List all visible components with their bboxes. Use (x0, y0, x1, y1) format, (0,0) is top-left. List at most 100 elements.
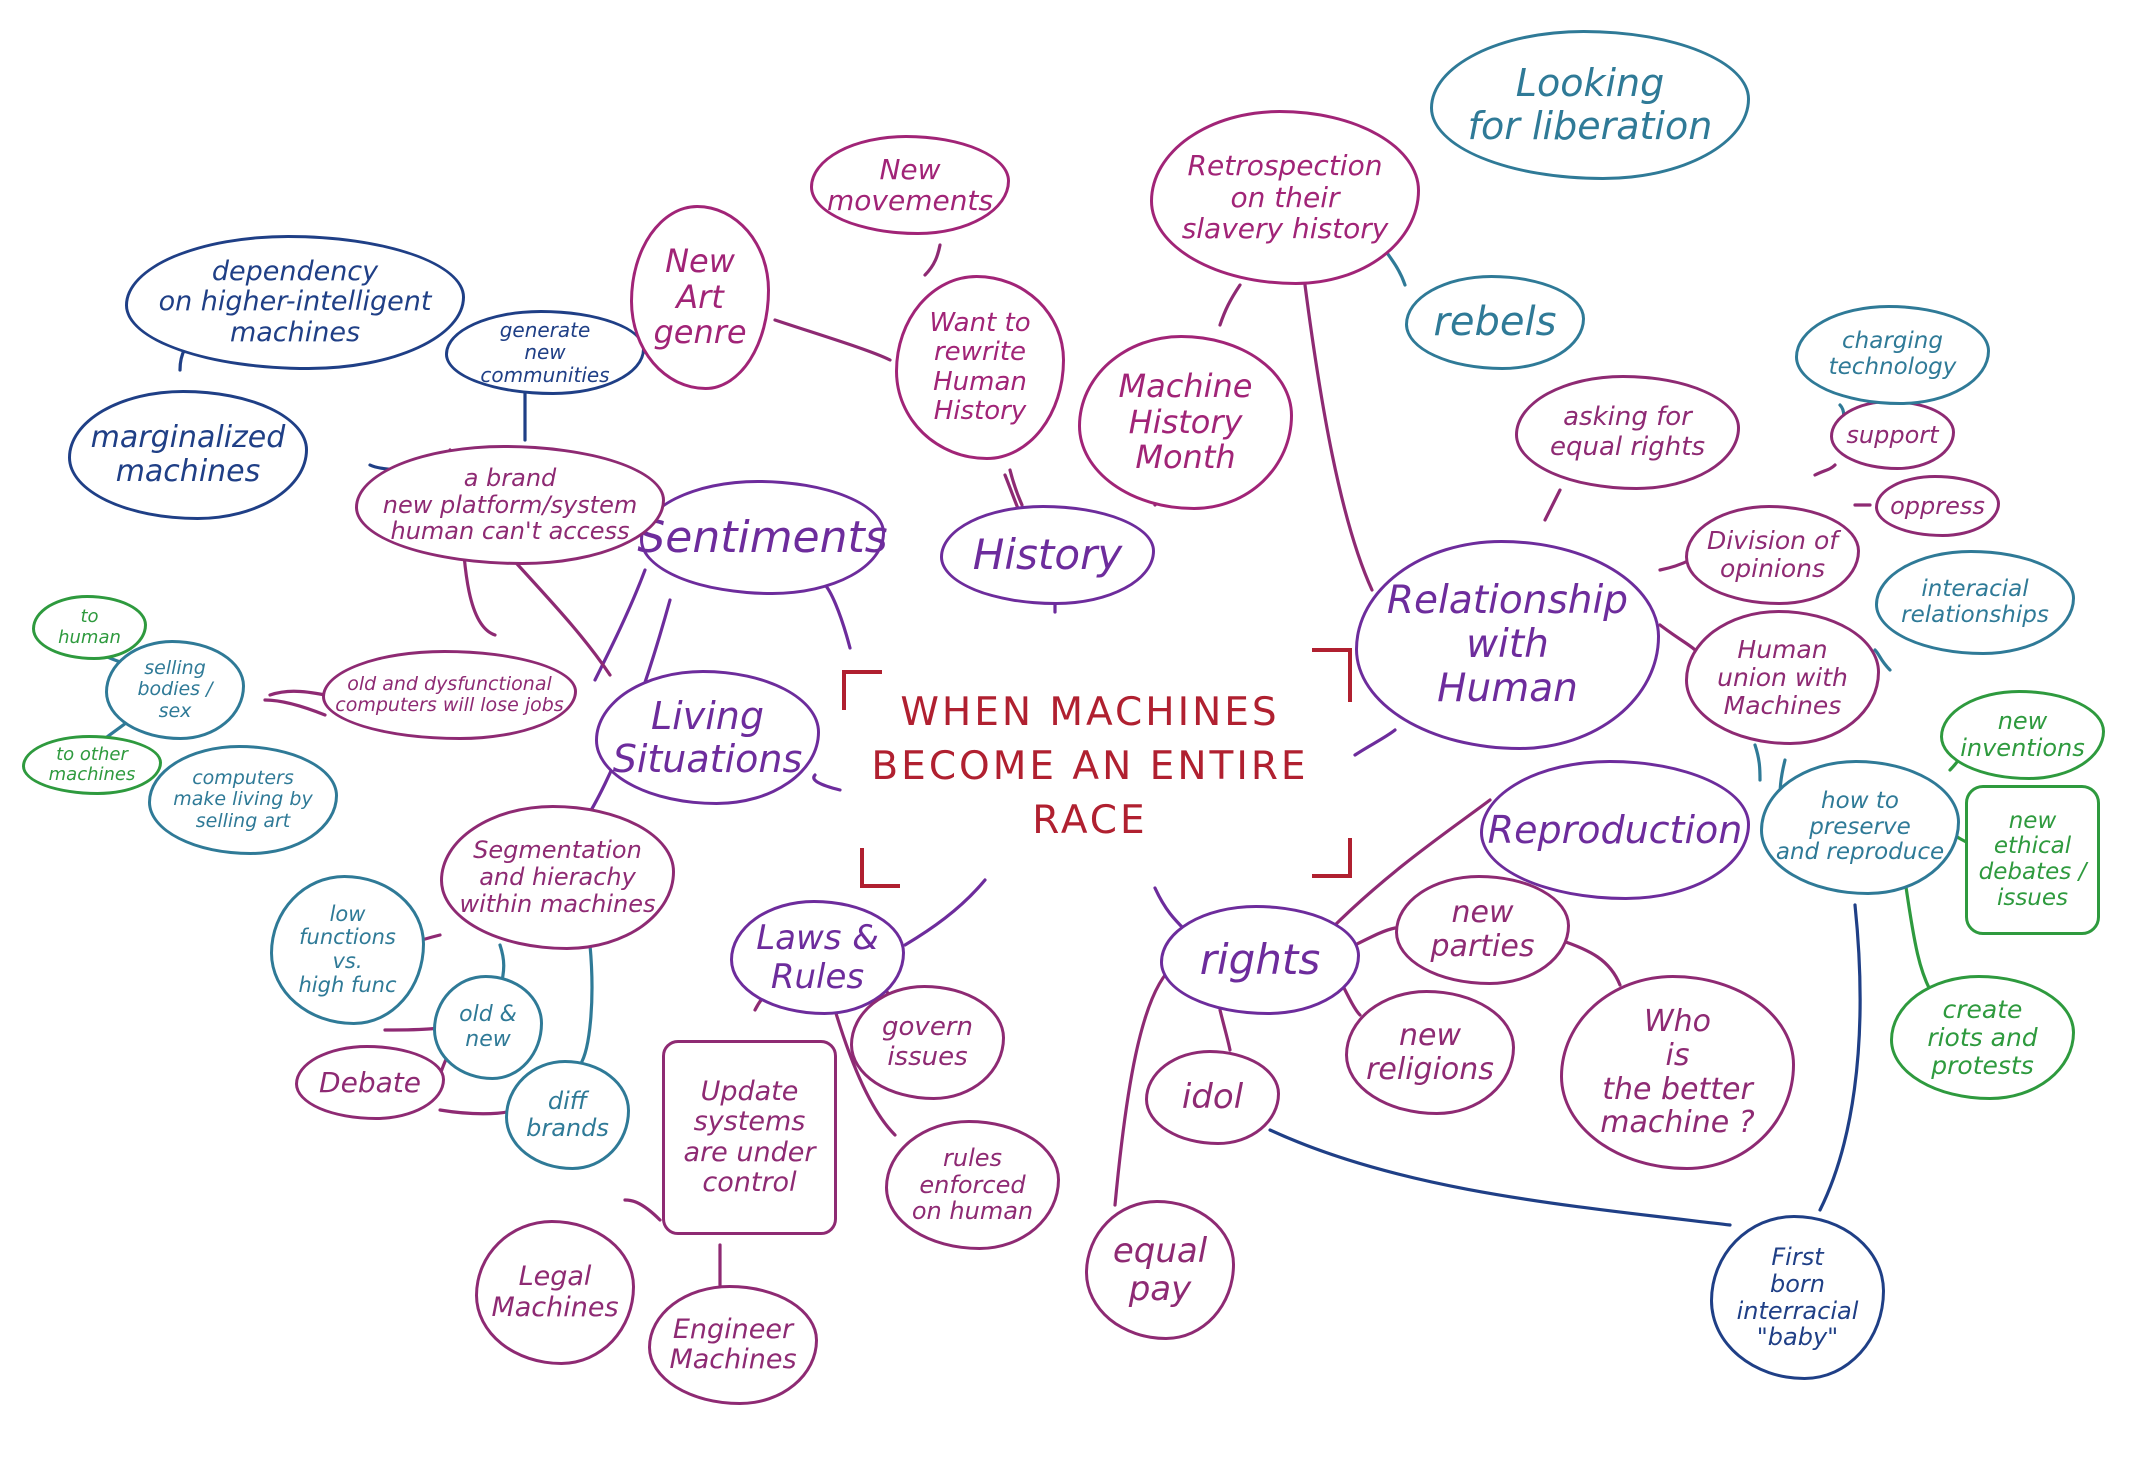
node-riots-and-protests: create riots and protests (1890, 975, 2075, 1100)
node-label: Retrospection on their slavery history (1181, 149, 1389, 246)
link (1153, 886, 1187, 932)
link (1818, 903, 1862, 1212)
node-retrospection: Retrospection on their slavery history (1150, 110, 1420, 285)
node-new-art-genre: New Art genre (630, 205, 770, 390)
node-label: new ethical debates / issues (1978, 807, 2087, 911)
node-new-religions: new religions (1345, 990, 1515, 1115)
node-low-high-functions: low functions vs. high func (270, 875, 425, 1025)
node-rewrite-history: Want to rewrite Human History (895, 275, 1065, 460)
node-dependency: dependency on higher-intelligent machine… (125, 235, 465, 370)
node-history: History (940, 505, 1155, 605)
bracket-bottom-right (1312, 838, 1352, 878)
node-label: rights (1199, 935, 1321, 985)
node-label: charging technology (1828, 328, 1957, 380)
node-interracial-relationships: interacial relationships (1875, 550, 2075, 655)
node-label: computers make living by selling art (173, 767, 313, 832)
link (823, 583, 852, 650)
node-old-dysfunctional-computers: old and dysfunctional computers will los… (322, 650, 577, 740)
node-reproduction: Reproduction (1480, 760, 1750, 900)
node-label: idol (1181, 1077, 1244, 1118)
node-label: rules enforced on human (911, 1143, 1034, 1226)
node-label: interacial relationships (1901, 575, 2049, 628)
node-label: diff brands (526, 1087, 609, 1142)
bracket-top-right (1312, 648, 1352, 702)
link (1383, 248, 1407, 287)
node-label: Division of opinions (1706, 526, 1839, 583)
node-marginalized-machines: marginalized machines (68, 390, 308, 520)
node-generate-communities: generate new communities (445, 310, 645, 395)
node-new-parties: new parties (1395, 875, 1570, 985)
node-label: Reproduction (1487, 807, 1743, 852)
link (1008, 468, 1024, 507)
node-label: how to preserve and reproduce (1775, 787, 1945, 866)
node-oppress: oppress (1875, 475, 2000, 537)
node-label: dependency on higher-intelligent machine… (158, 256, 432, 348)
node-label: First born interracial "baby" (1736, 1242, 1859, 1352)
link (1218, 283, 1242, 327)
node-new-ethical-debates: new ethical debates / issues (1965, 785, 2100, 935)
node-label: generate new communities (480, 317, 610, 387)
node-label: low functions vs. high func (298, 901, 397, 997)
link (1268, 1128, 1732, 1227)
link (263, 698, 327, 717)
node-computers-selling-art: computers make living by selling art (148, 745, 338, 855)
node-label: govern issues (882, 1012, 973, 1072)
node-label: Who is the better machine ? (1600, 1004, 1755, 1141)
node-label: Human union with Machines (1717, 634, 1848, 720)
node-label: new parties (1430, 895, 1535, 964)
node-label: oppress (1890, 491, 1985, 520)
link (1113, 963, 1177, 1207)
node-label: Laws & Rules (756, 918, 879, 997)
node-debate: Debate (295, 1045, 445, 1120)
link (593, 568, 647, 682)
link (903, 878, 987, 947)
node-relationship-with-human: Relationship with Human (1355, 540, 1660, 750)
node-sentiments: Sentiments (637, 480, 888, 595)
node-label: selling bodies / sex (137, 657, 213, 722)
link (923, 243, 942, 277)
node-living-situations: Living Situations (595, 670, 820, 805)
node-looking-for-liberation: Looking for liberation (1430, 30, 1750, 180)
link (773, 318, 892, 362)
node-label: Debate (319, 1065, 421, 1099)
node-label: a brand new platform/system human can't … (382, 463, 638, 546)
node-to-human: to human (32, 595, 147, 660)
node-selling-bodies: selling bodies / sex (105, 640, 245, 740)
node-first-born-interracial-baby: First born interracial "baby" (1710, 1215, 1885, 1380)
node-label: Want to rewrite Human History (929, 308, 1031, 426)
node-rules-enforced-on-human: rules enforced on human (885, 1120, 1060, 1250)
node-machine-history-month: Machine History Month (1078, 335, 1293, 510)
node-label: new religions (1366, 1017, 1494, 1087)
node-brand-new-platform: a brand new platform/system human can't … (355, 445, 665, 565)
node-preserve-and-reproduce: how to preserve and reproduce (1760, 760, 1960, 895)
link (1218, 1008, 1232, 1052)
node-division-of-opinions: Division of opinions (1685, 505, 1860, 605)
link (1303, 283, 1374, 592)
node-label: to other machines (48, 743, 136, 785)
node-legal-machines: Legal Machines (475, 1220, 635, 1365)
link (833, 1008, 897, 1137)
node-rebels: rebels (1405, 275, 1585, 370)
bracket-bottom-left (860, 848, 900, 888)
link (1903, 878, 1932, 992)
link (438, 1108, 517, 1116)
bracket-top-left (842, 670, 882, 710)
node-rights: rights (1160, 905, 1360, 1015)
node-label: old and dysfunctional computers will los… (335, 672, 564, 716)
node-label: Relationship with Human (1386, 578, 1629, 711)
link (1353, 728, 1397, 757)
link (1658, 623, 1697, 652)
node-idol: idol (1145, 1050, 1280, 1145)
node-govern-issues: govern issues (850, 985, 1005, 1100)
central-topic: WHEN MACHINES BECOME AN ENTIRE RACE (842, 648, 1352, 888)
node-label: support (1846, 420, 1939, 449)
node-label: rebels (1433, 299, 1557, 346)
node-laws-rules: Laws & Rules (730, 900, 905, 1015)
link (578, 943, 594, 1067)
node-label: marginalized machines (90, 420, 286, 489)
node-label: History (972, 530, 1123, 580)
node-label: New movements (826, 152, 994, 217)
node-label: create riots and protests (1927, 994, 2038, 1080)
node-charging-technology: charging technology (1795, 305, 1990, 405)
node-asking-equal-rights: asking for equal rights (1515, 375, 1740, 490)
